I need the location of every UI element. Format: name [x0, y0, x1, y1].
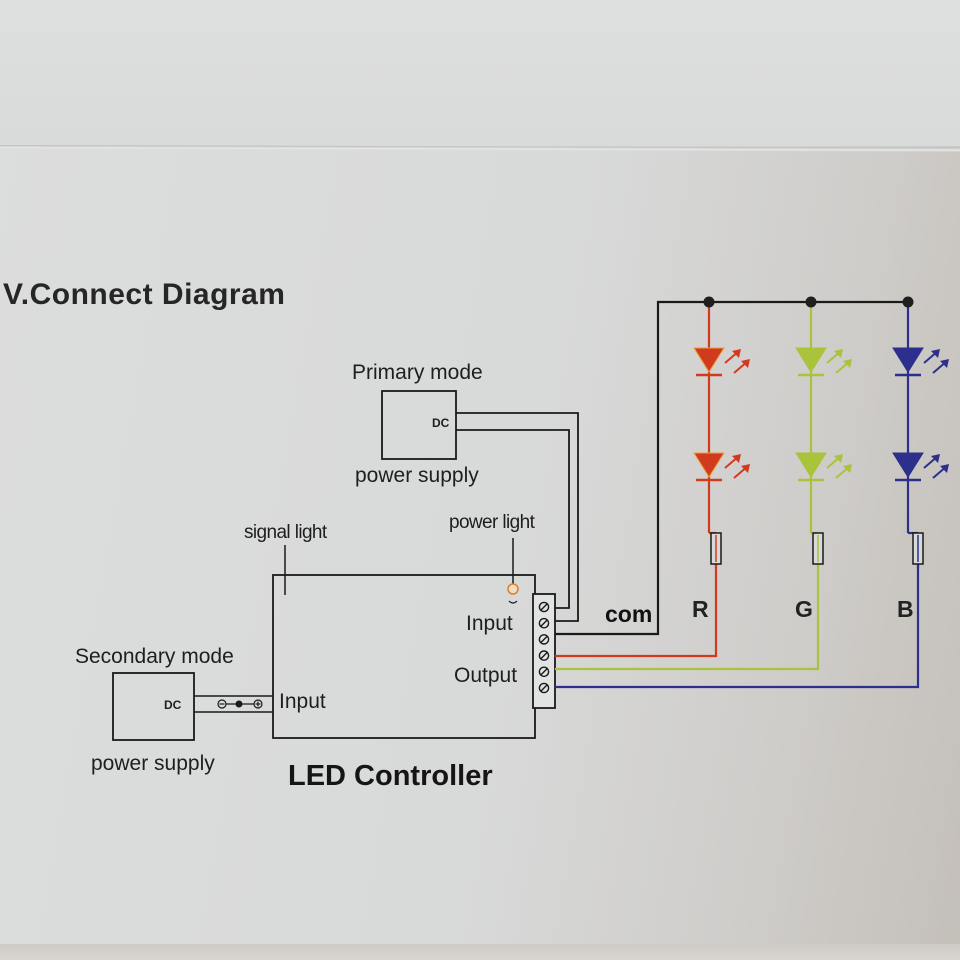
secondary-supply-box — [112, 672, 195, 741]
paper-bottom-edge — [0, 944, 960, 960]
led-diode-icon — [892, 347, 949, 377]
led-diode-icon — [795, 347, 852, 377]
power-light-arc — [508, 600, 518, 604]
com-wire — [555, 300, 908, 636]
secondary-power-supply-label: power supply — [91, 752, 215, 775]
paper-background-top — [0, 0, 960, 146]
junction-dot — [805, 296, 817, 308]
blue-channel-wire — [555, 562, 920, 689]
controller-name: LED Controller — [288, 760, 493, 792]
output-wires — [555, 300, 920, 689]
terminal-screws — [538, 601, 550, 694]
terminal-screw-icon — [538, 601, 550, 613]
junction-dot — [703, 296, 715, 308]
secondary-mode-label: Secondary mode — [75, 645, 234, 668]
terminal-screw-icon — [538, 650, 550, 661]
terminal-screw-icon — [538, 617, 550, 629]
led-string-b: B — [892, 296, 949, 622]
primary-power-supply-label: power supply — [355, 464, 479, 487]
green-channel-wire — [555, 562, 820, 671]
led-string-r: R — [692, 296, 750, 622]
primary-dc-label: DC — [432, 416, 450, 430]
primary-power-supply: Primary mode DC power supply — [352, 361, 483, 487]
signal-light-label: signal light — [244, 522, 328, 543]
secondary-power-supply: Secondary mode DC power supply — [75, 645, 273, 775]
channel-label-g: G — [795, 596, 813, 622]
junction-dot — [902, 296, 914, 308]
dc-polarity-symbol — [217, 699, 263, 709]
terminal-screw-icon — [538, 666, 550, 678]
primary-supply-wires — [456, 412, 579, 622]
led-controller: signal light power light Input Output In… — [244, 512, 556, 739]
power-light-indicator — [507, 583, 519, 595]
com-label: com — [605, 601, 652, 627]
controller-box — [272, 574, 536, 739]
primary-wire-positive — [456, 412, 579, 622]
led-diode-icon — [693, 347, 750, 377]
secondary-dc-label: DC — [164, 698, 182, 712]
power-light-label: power light — [449, 512, 536, 533]
plus-terminal-icon — [253, 699, 263, 709]
terminal-screw-icon — [538, 634, 550, 645]
red-channel-wire — [555, 562, 718, 658]
primary-wire-negative — [456, 429, 570, 609]
terminal-output-label: Output — [454, 664, 517, 687]
led-diode-icon — [693, 452, 750, 482]
primary-supply-box — [381, 390, 457, 460]
led-diode-icon — [892, 452, 949, 482]
led-string-g: G — [795, 296, 852, 622]
channel-label-r: R — [692, 596, 709, 622]
primary-mode-label: Primary mode — [352, 361, 483, 384]
terminal-input-label: Input — [466, 612, 513, 635]
diagram-title: V.Connect Diagram — [3, 278, 285, 311]
controller-input-label: Input — [279, 690, 326, 713]
channel-label-b: B — [897, 596, 914, 622]
terminal-screw-icon — [538, 682, 550, 694]
led-diode-icon — [795, 452, 852, 482]
center-pin-icon — [235, 700, 243, 708]
